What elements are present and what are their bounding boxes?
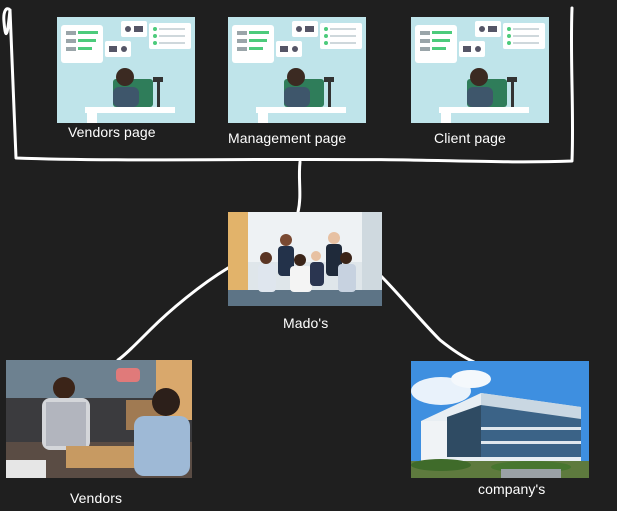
connector-frame-to-center xyxy=(296,160,302,214)
desk-worker-icon xyxy=(411,17,549,123)
management-page-illustration[interactable] xyxy=(228,17,366,123)
vendors-photo-node[interactable] xyxy=(6,360,192,478)
business-team-photo xyxy=(228,212,382,306)
vendors-page-label: Vendors page xyxy=(68,124,156,140)
bottom-right-label: company's xyxy=(478,481,546,497)
vendors-photo xyxy=(6,360,192,478)
desk-worker-icon xyxy=(57,17,195,123)
management-page-label: Management page xyxy=(228,130,347,146)
office-building-photo xyxy=(411,361,589,478)
connector-center-to-company xyxy=(378,273,476,364)
mados-team-photo[interactable] xyxy=(228,212,382,306)
connector-center-to-vendors xyxy=(116,266,230,362)
client-page-illustration[interactable] xyxy=(411,17,549,123)
client-page-label: Client page xyxy=(434,130,506,146)
bottom-left-label: Vendors xyxy=(70,490,123,506)
company-photo-node[interactable] xyxy=(411,361,589,478)
center-label: Mado's xyxy=(283,315,329,331)
vendors-page-illustration[interactable] xyxy=(57,17,195,123)
desk-worker-icon xyxy=(228,17,366,123)
